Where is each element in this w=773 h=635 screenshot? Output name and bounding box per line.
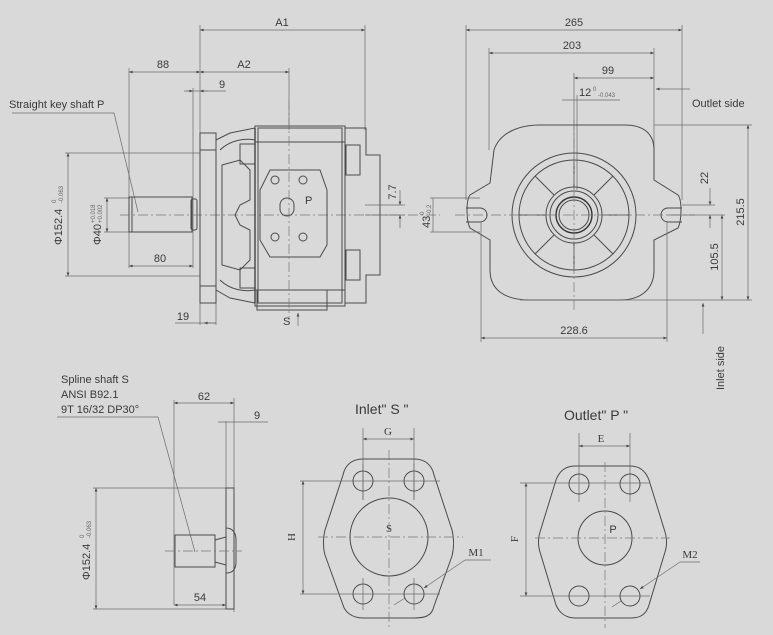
dim-a1: A1 — [275, 17, 288, 29]
tol-lower: -0.063 — [59, 185, 65, 203]
dim-43: 43 — [421, 216, 433, 228]
thread-m2: M2 — [682, 549, 697, 561]
spline-callout-line3: 9T 16/32 DP30° — [61, 404, 139, 416]
dim-12: 12 — [579, 87, 591, 99]
dim-99: 99 — [602, 65, 614, 77]
dim-e: E — [598, 433, 605, 445]
dim-62: 62 — [198, 391, 210, 403]
outlet-title: Outlet" P " — [564, 407, 628, 423]
dim-9: 9 — [219, 79, 225, 91]
dim-phi152-spline: Φ152.4 — [81, 544, 93, 580]
dim-9-spline: 9 — [254, 410, 260, 422]
spline-callout-line2: ANSI B92.1 — [61, 389, 118, 401]
dim-265: 265 — [565, 17, 583, 29]
tol-upper: 0 — [593, 87, 597, 93]
front-view: 265 203 99 12 0 -0.043 Outlet side — [420, 17, 752, 390]
tol-lower: +0.002 — [98, 204, 104, 223]
dim-80: 80 — [154, 253, 166, 265]
dim-phi40: Φ40 — [92, 224, 104, 245]
tol-lower: -0.063 — [87, 520, 93, 538]
dim-19: 19 — [177, 311, 189, 323]
dim-g: G — [384, 426, 392, 438]
tol-upper: 0 — [80, 534, 86, 538]
dim-7-7: 7.7 — [387, 184, 399, 199]
spline-callout-line1: Spline shaft S — [61, 374, 129, 386]
dim-22: 22 — [699, 172, 711, 184]
dim-phi152: Φ152.4 — [53, 209, 65, 245]
thread-m1: M1 — [468, 547, 483, 559]
dim-f: F — [509, 536, 521, 542]
tol-upper: +0.018 — [91, 204, 97, 223]
inlet-title: Inlet" S " — [355, 401, 409, 417]
dim-228-6: 228.6 — [560, 325, 588, 337]
outlet-flange-view: Outlet" P " E F P M2 — [509, 407, 700, 628]
straight-key-shaft-callout: Straight key shaft P — [9, 99, 104, 111]
tol-lower: -0.043 — [598, 93, 616, 99]
dim-88: 88 — [157, 59, 169, 71]
inlet-side-label: Inlet side — [715, 346, 727, 390]
side-view: A1 88 A2 9 Straight key shaft P Φ152.4 0… — [9, 17, 440, 328]
dim-105-5: 105.5 — [709, 243, 721, 271]
outlet-side-label: Outlet side — [692, 98, 745, 110]
outlet-port-label: P — [609, 524, 616, 536]
dim-215-5: 215.5 — [735, 198, 747, 226]
spline-view: Spline shaft S ANSI B92.1 9T 16/32 DP30°… — [57, 374, 268, 612]
tol-upper: 0 — [52, 199, 58, 203]
dim-203: 203 — [563, 40, 581, 52]
dim-a2: A2 — [237, 59, 250, 71]
inlet-port-label: S — [386, 523, 392, 535]
port-s-label: S — [283, 316, 290, 328]
dim-54: 54 — [194, 592, 206, 604]
tol-upper: 0 — [420, 211, 426, 215]
tol-lower: -0.2 — [427, 204, 433, 215]
inlet-flange-view: Inlet" S " G H S M1 — [286, 401, 491, 628]
port-p-label: P — [305, 195, 312, 207]
dim-h: H — [286, 533, 298, 541]
